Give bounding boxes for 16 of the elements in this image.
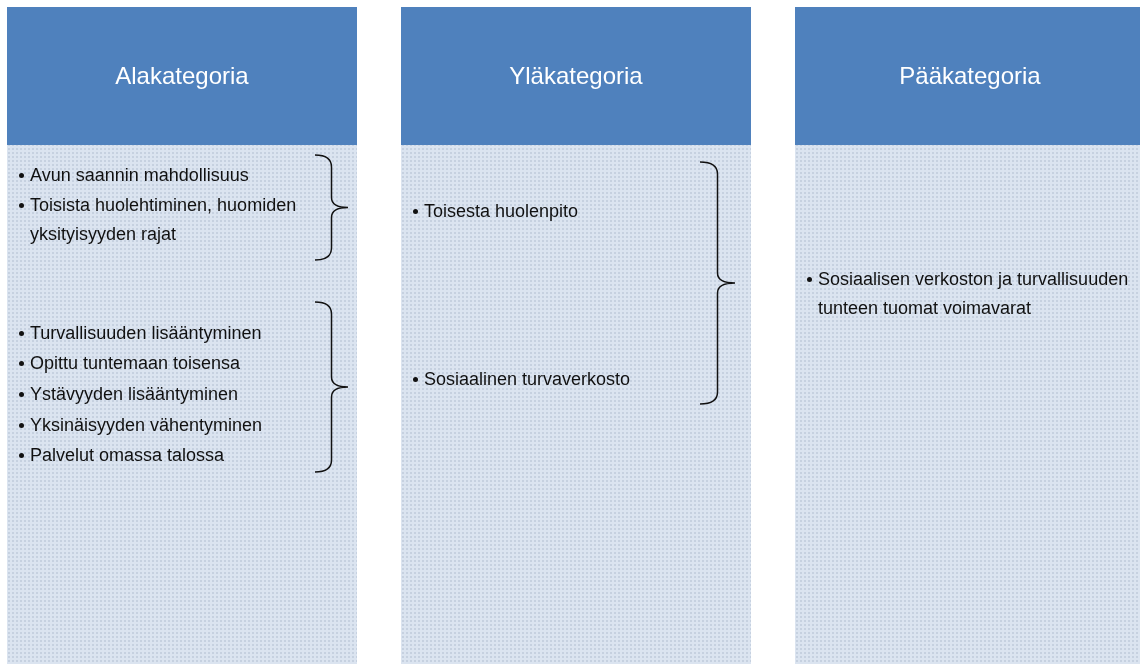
bullet-item: Yksinäisyyden vähentyminen xyxy=(19,411,340,440)
bullet-item: Toisista huolehtiminen, huomiden yksityisyyden rajat xyxy=(19,191,340,249)
column-header: Alakategoria xyxy=(7,7,357,145)
bullet-item: Opittu tuntemaan toisensa xyxy=(19,349,340,378)
bullet-item: Ystävyyden lisääntyminen xyxy=(19,380,340,409)
bullet-item: Sosiaalinen turvaverkosto xyxy=(413,365,724,394)
bullet-item: Avun saannin mahdollisuus xyxy=(19,161,340,190)
bullet-item: Sosiaalisen verkoston ja turvallisuuden tunteen tuomat voimavarat xyxy=(807,265,1140,323)
column-panel xyxy=(7,7,357,664)
column-header: Pääkategoria xyxy=(795,7,1140,145)
bullet-item: Toisesta huolenpito xyxy=(413,197,724,226)
bullet-item: Palvelut omassa talossa xyxy=(19,441,340,470)
column-header: Yläkategoria xyxy=(401,7,751,145)
bullet-item: Turvallisuuden lisääntyminen xyxy=(19,319,340,348)
column-panel xyxy=(401,7,751,664)
column-panel xyxy=(795,7,1140,664)
